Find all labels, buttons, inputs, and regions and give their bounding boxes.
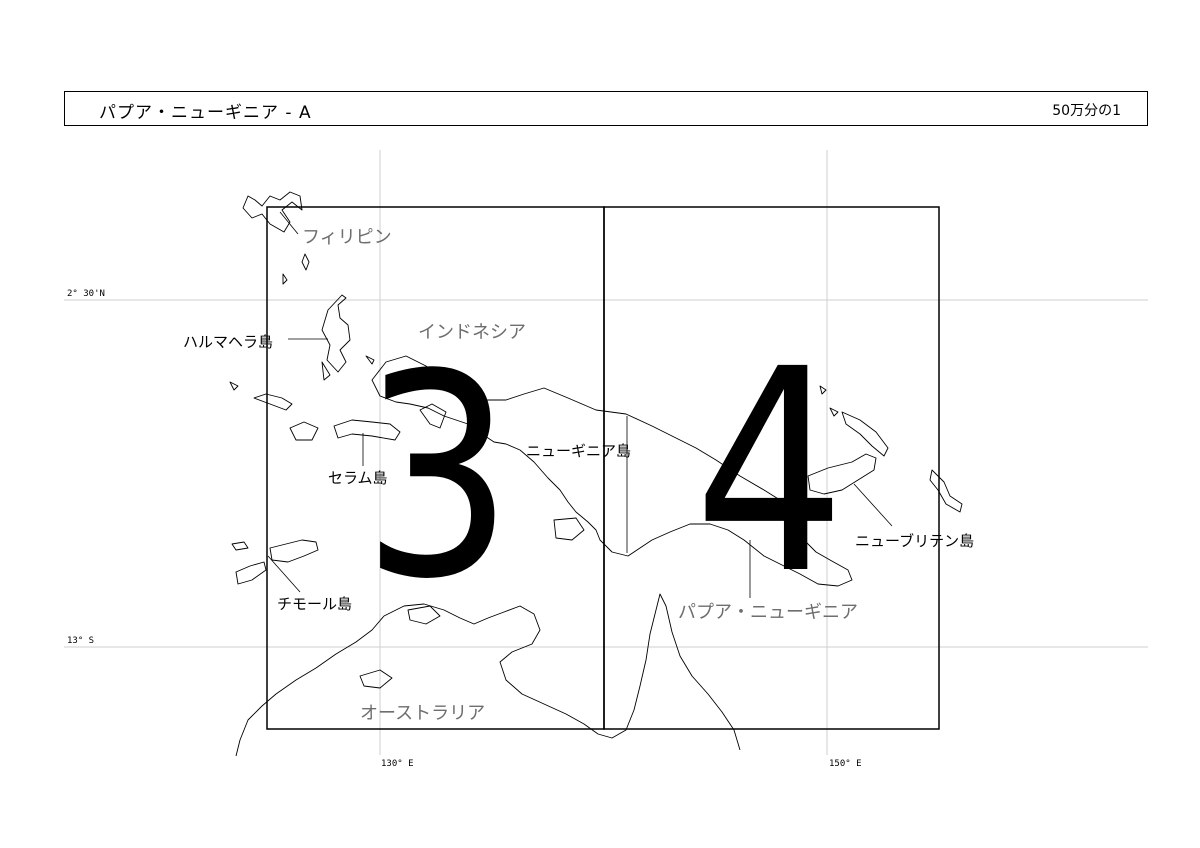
seram-coast: [333, 419, 401, 441]
label-png: パプア・ニューギニア: [678, 602, 858, 623]
lon-label-150e: 150° E: [829, 759, 862, 769]
label-new-guinea: ニューギニア島: [526, 442, 632, 460]
title-bar: パプア・ニューギニア - A 50万分の1: [64, 91, 1148, 126]
label-indonesia: インドネシア: [418, 322, 526, 343]
new-guinea-coast: [371, 355, 853, 587]
graticule: [64, 150, 1148, 755]
label-timor: チモール島: [277, 595, 353, 613]
lat-label-2n: 2° 30'N: [67, 289, 105, 299]
sheet-frames: [266, 206, 940, 730]
bougainville-coast: [929, 469, 963, 513]
lat-label-13s: 13° S: [67, 636, 95, 646]
australia-coast: [235, 593, 741, 757]
label-philippines: フィリピン: [302, 227, 392, 248]
label-australia: オーストラリア: [360, 703, 486, 724]
coastlines: [229, 191, 963, 757]
new-britain-coast: [807, 453, 877, 495]
map-title: パプア・ニューギニア - A: [99, 103, 312, 123]
timor-coast: [269, 539, 319, 563]
buru-coast: [289, 421, 319, 441]
halmahera-coast: [321, 294, 351, 373]
sheet-4-frame: [603, 206, 940, 730]
leader-new-britain: [853, 483, 893, 527]
sheet-4-number[interactable]: 4: [694, 310, 846, 636]
label-new-britain: ニューブリテン島: [855, 532, 975, 550]
leader-lines: [267, 211, 893, 598]
label-halmahera: ハルマヘラ島: [183, 333, 274, 351]
mindanao-coast: [242, 191, 303, 233]
map-scale: 50万分の1: [1052, 103, 1121, 119]
lon-label-130e: 130° E: [381, 759, 414, 769]
leader-timor: [267, 555, 301, 593]
sheet-3-number[interactable]: 3: [362, 315, 514, 641]
label-seram: セラム島: [328, 469, 388, 487]
leader-philippines: [279, 211, 299, 235]
new-ireland-coast: [841, 411, 889, 457]
